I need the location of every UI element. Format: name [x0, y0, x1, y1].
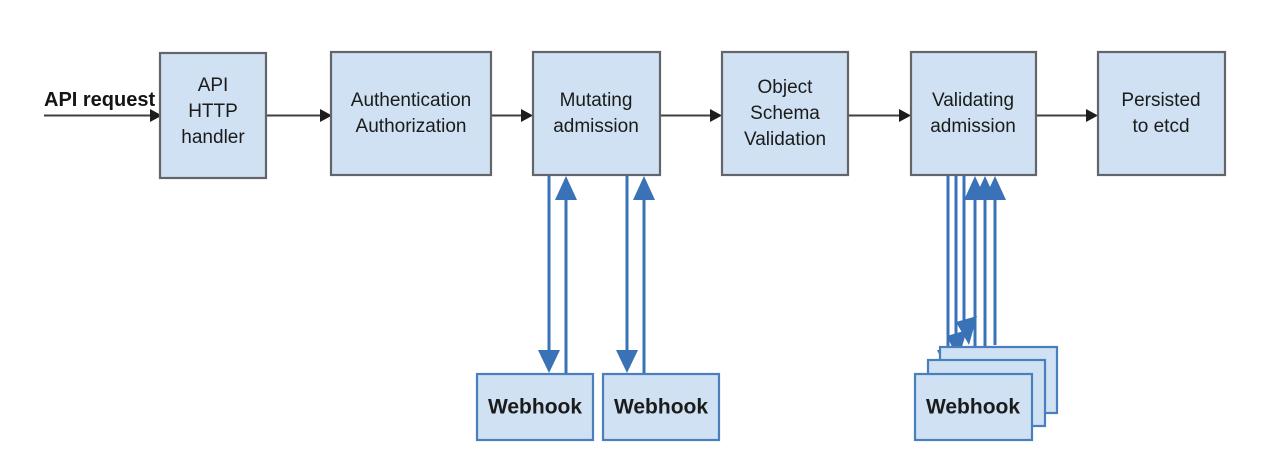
box-shape [909, 50, 1038, 177]
box-label-line-1: Mutating [560, 90, 633, 111]
connector-arrowhead [521, 109, 533, 122]
box-shape [601, 372, 721, 442]
call-down-arrowhead [616, 350, 638, 373]
mutating-webhook-2-call [616, 176, 655, 373]
box-shape [158, 51, 268, 180]
connector-mutating-to-schema [661, 109, 722, 122]
webhook-label: Webhook [614, 396, 708, 419]
connector-handler-to-auth [266, 109, 332, 122]
webhook-label: Webhook [488, 396, 582, 419]
box-label-line-2: HTTP [188, 101, 238, 122]
pipeline-box-mutating-admission[interactable]: Mutating admission [531, 50, 662, 177]
box-shape [720, 50, 850, 177]
box-label-line-1: Authentication [351, 90, 471, 111]
pipeline-connectors [266, 109, 1098, 122]
pipeline-box-authentication-authorization[interactable]: Authentication Authorization [329, 50, 493, 177]
box-label-line-1: Persisted [1121, 90, 1200, 111]
validating-webhook-3-call [956, 176, 1006, 345]
box-shape [329, 50, 493, 177]
box-label-line-2: Schema [750, 103, 820, 124]
connector-schema-to-validating [849, 109, 911, 122]
box-shape [531, 50, 662, 177]
box-shape [1096, 50, 1227, 177]
pipeline-box-persisted-to-etcd[interactable]: Persisted to etcd [1096, 50, 1227, 177]
box-label-line-2: to etcd [1132, 116, 1189, 137]
api-request-arrowhead [150, 109, 162, 122]
mutating-webhook-connectors [538, 176, 655, 373]
connector-auth-to-mutating [492, 109, 533, 122]
validating-webhook-connectors [937, 176, 1006, 373]
webhook-box-mutating-1[interactable]: Webhook [475, 372, 595, 442]
webhook-stack-validating[interactable]: Webhook [913, 345, 1059, 442]
connector-arrowhead [899, 109, 911, 122]
webhook-box-mutating-2[interactable]: Webhook [601, 372, 721, 442]
call-down-arrowhead [538, 350, 560, 373]
api-request-entry: API request [44, 89, 162, 122]
api-request-label: API request [44, 89, 155, 111]
call-up-arrowhead [555, 176, 577, 200]
box-label-line-2: admission [553, 116, 639, 137]
connector-arrowhead [1086, 109, 1098, 122]
box-label-line-3: Validation [744, 129, 826, 150]
call-up-arrowhead [633, 176, 655, 200]
call-up-arrowhead [984, 176, 1006, 200]
box-label-line-1: API [198, 75, 229, 96]
box-label-line-2: Authorization [356, 116, 467, 137]
pipeline-box-validating-admission[interactable]: Validating admission [909, 50, 1038, 177]
call-down-arrowhead [956, 316, 977, 345]
box-label-line-3: handler [181, 127, 245, 148]
box-shape [475, 372, 595, 442]
pipeline-box-object-schema-validation[interactable]: Object Schema Validation [720, 50, 850, 177]
pipeline-box-api-http-handler[interactable]: API HTTP handler [158, 51, 268, 180]
webhook-label: Webhook [926, 396, 1020, 419]
connector-validating-to-etcd [1037, 109, 1098, 122]
stack-box-front [913, 372, 1034, 442]
box-label-line-2: admission [930, 116, 1016, 137]
call-down-arrowhead [947, 330, 967, 360]
mutating-webhook-1-call [538, 176, 577, 373]
connector-arrowhead [320, 109, 332, 122]
connector-arrowhead [710, 109, 722, 122]
box-label-line-1: Object [758, 77, 814, 98]
box-label-line-1: Validating [932, 90, 1014, 111]
